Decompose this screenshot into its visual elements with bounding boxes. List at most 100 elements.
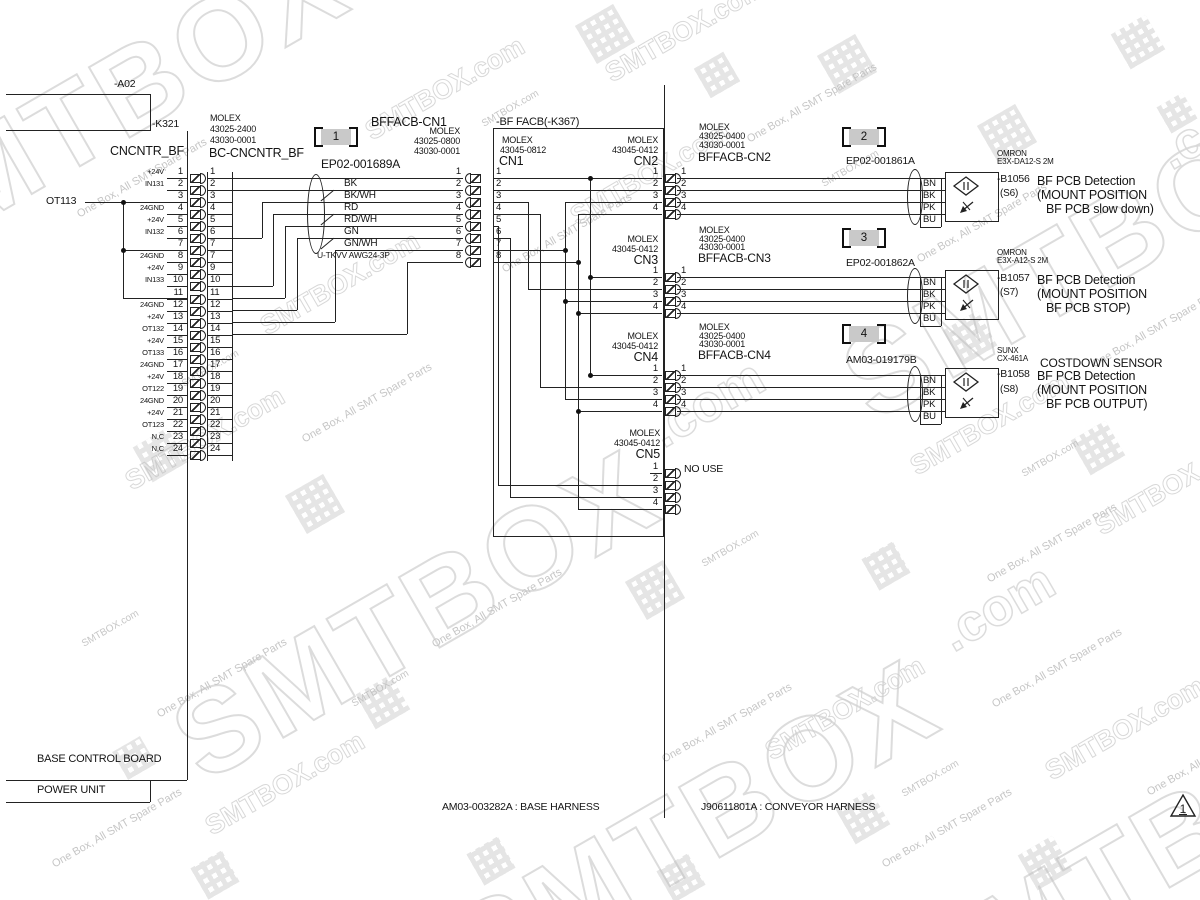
pin-number: 18: [172, 371, 183, 382]
pin-stub: [167, 299, 187, 300]
pin-number: 4: [652, 497, 658, 508]
wire-line: [677, 214, 945, 215]
wire-line: [6, 130, 151, 131]
signal-label: +24V: [147, 167, 164, 176]
footer-base-harness: AM03-003282A : BASE HARNESS: [442, 801, 600, 813]
pin-stub: [167, 226, 187, 227]
bracket-right: [877, 127, 886, 147]
sensor-ref: -B1057: [997, 272, 1030, 284]
wire-line: [578, 509, 662, 510]
pin-number: 4: [210, 202, 216, 213]
photo-sensor-icon: [951, 273, 981, 320]
sensor-desc: BF PCB Detection: [1037, 369, 1136, 383]
label-harness-part: EP02-001689A: [321, 157, 400, 171]
pin-number: 17: [172, 359, 183, 370]
pin-glyph: [665, 504, 681, 515]
cable-marker-oval: [907, 268, 923, 324]
wire-line: [297, 238, 463, 239]
watermark-qr-block: [1070, 420, 1126, 476]
signal-label: OT133: [142, 348, 164, 357]
pin-stub: [207, 419, 232, 420]
pin-number: 13: [210, 311, 221, 322]
marker-number: 4: [849, 326, 879, 342]
wire-line: [493, 226, 498, 227]
watermark-qr-block: [284, 473, 346, 535]
photo-sensor-icon: [951, 175, 981, 222]
signal-label: IN133: [144, 275, 164, 284]
pin-number: 9: [210, 262, 216, 273]
wire-line: [493, 178, 590, 179]
wire-line: [677, 313, 945, 314]
junction-dot: [576, 260, 581, 265]
pin-stub: [167, 443, 187, 444]
pin-stub: [207, 226, 232, 227]
pin-number: 3: [652, 387, 658, 398]
pin-stub: [167, 190, 187, 191]
pin-stub: [207, 190, 232, 191]
pin-number: 3: [652, 190, 658, 201]
wire-line: [941, 277, 942, 326]
wire-color: BK: [923, 289, 936, 300]
pin-number: 19: [210, 383, 221, 394]
sensor-desc: BF PCB slow down): [1046, 202, 1154, 216]
pin-number: 2: [177, 178, 183, 189]
wire-line: [232, 310, 297, 311]
label: 43030-0001: [699, 242, 746, 252]
wire-line: [565, 399, 662, 400]
pin-stub: [167, 238, 187, 239]
wire-color: BN: [923, 277, 936, 288]
sensor-sref: (S6): [1000, 188, 1019, 199]
wire-line: [493, 238, 510, 239]
sensor-desc: (MOUNT POSITION: [1037, 287, 1147, 301]
wire-color: GN: [344, 226, 359, 237]
pin-stub: [207, 299, 232, 300]
signal-label: OT132: [142, 324, 164, 333]
wire-line: [335, 250, 463, 251]
pin-number: 20: [172, 395, 183, 406]
signal-label: N,C: [151, 444, 165, 453]
pin-number: 1: [681, 166, 687, 177]
pin-stub: [207, 311, 232, 312]
pin-glyph: [190, 390, 206, 401]
label: 43025-0400: [699, 331, 746, 341]
pin-number: 3: [681, 387, 687, 398]
pin-stub: [207, 262, 232, 263]
wire-line: [677, 277, 945, 278]
pin-number: 3: [681, 190, 687, 201]
watermark-slogan: One Box, All SMT Spare Parts: [985, 501, 1119, 586]
pin-number: 3: [681, 289, 687, 300]
wire-line: [407, 262, 463, 263]
pin-glyph: [465, 221, 481, 232]
pin-number: 2: [681, 375, 687, 386]
pin-glyph: [190, 245, 206, 256]
pin-number: 17: [210, 359, 221, 370]
wire-line: [941, 178, 942, 227]
marker-number: 1: [321, 129, 351, 145]
label-harness-part: EP02-001861A: [846, 155, 915, 167]
wire-line: [232, 298, 285, 299]
label-no-use: NO USE: [684, 463, 724, 475]
wire-line: [6, 780, 187, 781]
signal-label: 24GND: [139, 300, 164, 309]
label-bffacb-cn2: BFFACB-CN2: [698, 150, 771, 164]
pin-glyph: [190, 306, 206, 317]
wire-line: [664, 85, 665, 818]
pin-number: 20: [210, 395, 221, 406]
pin-glyph: [665, 209, 681, 220]
pin-number: 4: [681, 399, 687, 410]
pin-stub: [207, 335, 232, 336]
junction-dot: [121, 248, 126, 253]
watermark-qr-block: [816, 33, 878, 95]
pin-number: 4: [496, 202, 502, 213]
watermark-slogan: One Box, All SMT Spare Parts: [880, 786, 1014, 871]
pin-number: 22: [210, 419, 221, 430]
harness-marker: 2: [842, 127, 886, 147]
pin-number: 4: [455, 202, 461, 213]
pin-glyph: [190, 209, 206, 220]
wire-line: [677, 411, 945, 412]
wire-line: [232, 190, 463, 191]
wire-color: BN: [923, 375, 936, 386]
pin-stub: [167, 431, 187, 432]
label-cable-type: U-TKVV AWG24-3P: [317, 250, 390, 260]
wire-line: [335, 250, 336, 322]
